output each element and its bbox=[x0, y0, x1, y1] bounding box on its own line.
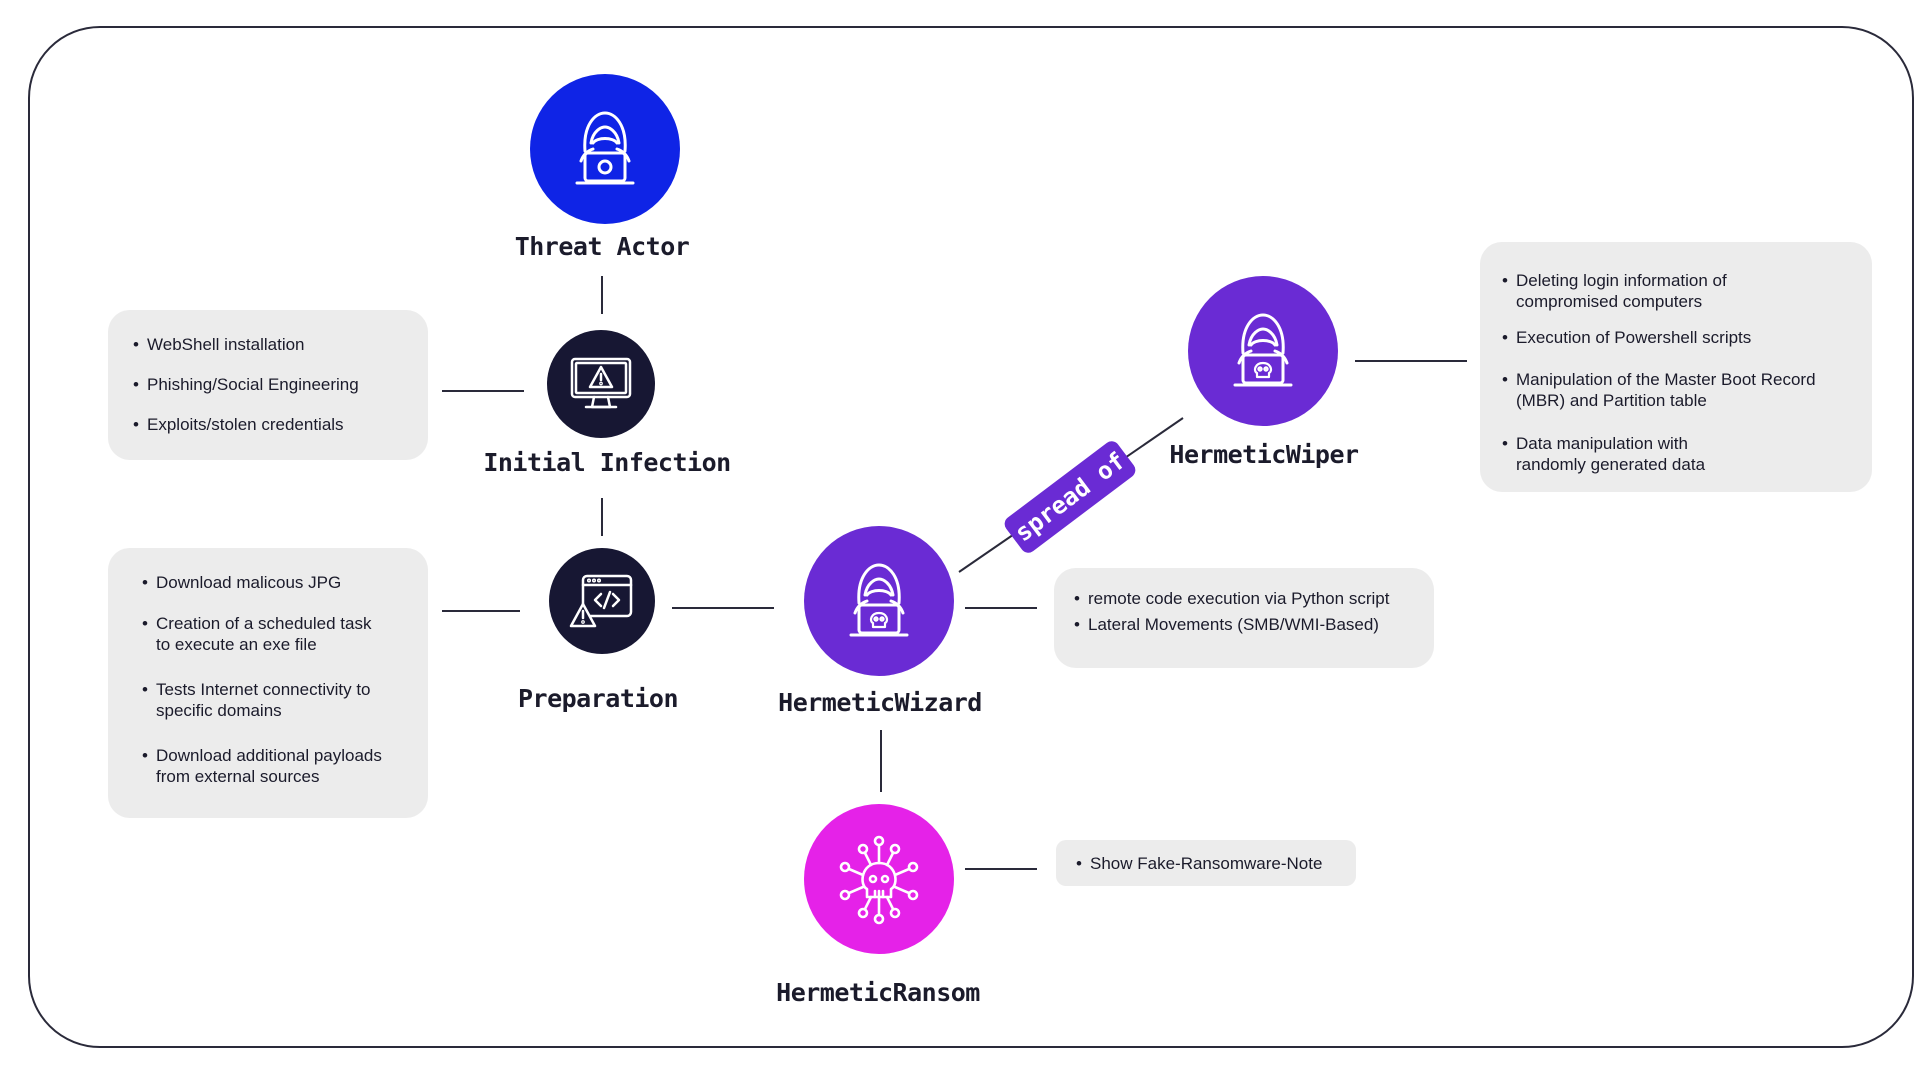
threat-actor-node bbox=[530, 74, 680, 224]
list-item: Deleting login information of compromise… bbox=[1502, 270, 1766, 312]
hermetic-wiper-label: HermeticWiper bbox=[1169, 440, 1359, 469]
connector-hermetic-wizard-to-hermetic-ransom bbox=[880, 730, 882, 792]
hermetic-wizard-box: remote code execution via Python script … bbox=[1054, 568, 1434, 668]
initial-infection-node bbox=[547, 330, 655, 438]
preparation-box: Download malicous JPG Creation of a sche… bbox=[108, 548, 428, 818]
connector-hermetic-ransom-to-box bbox=[965, 868, 1037, 870]
hermetic-ransom-label: HermeticRansom bbox=[776, 978, 980, 1007]
hermetic-wizard-label: HermeticWizard bbox=[778, 688, 982, 717]
list-item: remote code execution via Python script bbox=[1074, 588, 1434, 609]
connector-hermetic-wiper-to-box bbox=[1355, 360, 1467, 362]
hooded-hacker-skull-icon bbox=[1233, 313, 1293, 387]
initial-infection-label: Initial Infection bbox=[483, 448, 731, 477]
list-item: Download additional payloads from extern… bbox=[142, 745, 416, 787]
connector-hermetic-wizard-to-box bbox=[965, 607, 1037, 609]
hooded-hacker-icon bbox=[575, 111, 635, 185]
hermetic-wizard-node bbox=[804, 526, 954, 676]
preparation-node bbox=[549, 548, 655, 654]
list-item: Creation of a scheduled task to execute … bbox=[142, 613, 386, 655]
skull-circuit-icon bbox=[839, 835, 919, 925]
list-item: Phishing/Social Engineering bbox=[133, 374, 428, 395]
monitor-warning-icon bbox=[570, 357, 632, 409]
threat-actor-label: Threat Actor bbox=[514, 232, 690, 261]
list-item: Data manipulation with randomly generate… bbox=[1502, 433, 1736, 475]
connector-preparation-to-hermetic-wizard bbox=[672, 607, 774, 609]
hermetic-wiper-box: Deleting login information of compromise… bbox=[1480, 242, 1872, 492]
list-item: Tests Internet connectivity to specific … bbox=[142, 679, 396, 721]
list-item: Show Fake-Ransomware-Note bbox=[1076, 853, 1356, 874]
connector-threat-actor-to-initial-infection bbox=[601, 276, 603, 314]
connector-preparation-to-box bbox=[442, 610, 520, 612]
list-item: Exploits/stolen credentials bbox=[133, 414, 428, 435]
list-item: Download malicous JPG bbox=[142, 572, 386, 593]
list-item: WebShell installation bbox=[133, 334, 428, 355]
connector-initial-infection-to-preparation bbox=[601, 498, 603, 536]
diagram-frame bbox=[28, 26, 1914, 1048]
connector-initial-infection-to-box bbox=[442, 390, 524, 392]
initial-infection-box: WebShell installation Phishing/Social En… bbox=[108, 310, 428, 460]
list-item: Execution of Powershell scripts bbox=[1502, 327, 1872, 348]
hermetic-ransom-box: Show Fake-Ransomware-Note bbox=[1056, 840, 1356, 886]
code-window-warning-icon bbox=[569, 574, 633, 628]
preparation-label: Preparation bbox=[517, 684, 679, 713]
hermetic-wiper-node bbox=[1188, 276, 1338, 426]
list-item: Lateral Movements (SMB/WMI-Based) bbox=[1074, 614, 1434, 635]
hooded-hacker-skull-icon bbox=[849, 563, 909, 637]
list-item: Manipulation of the Master Boot Record (… bbox=[1502, 369, 1856, 411]
hermetic-ransom-node bbox=[804, 804, 954, 954]
